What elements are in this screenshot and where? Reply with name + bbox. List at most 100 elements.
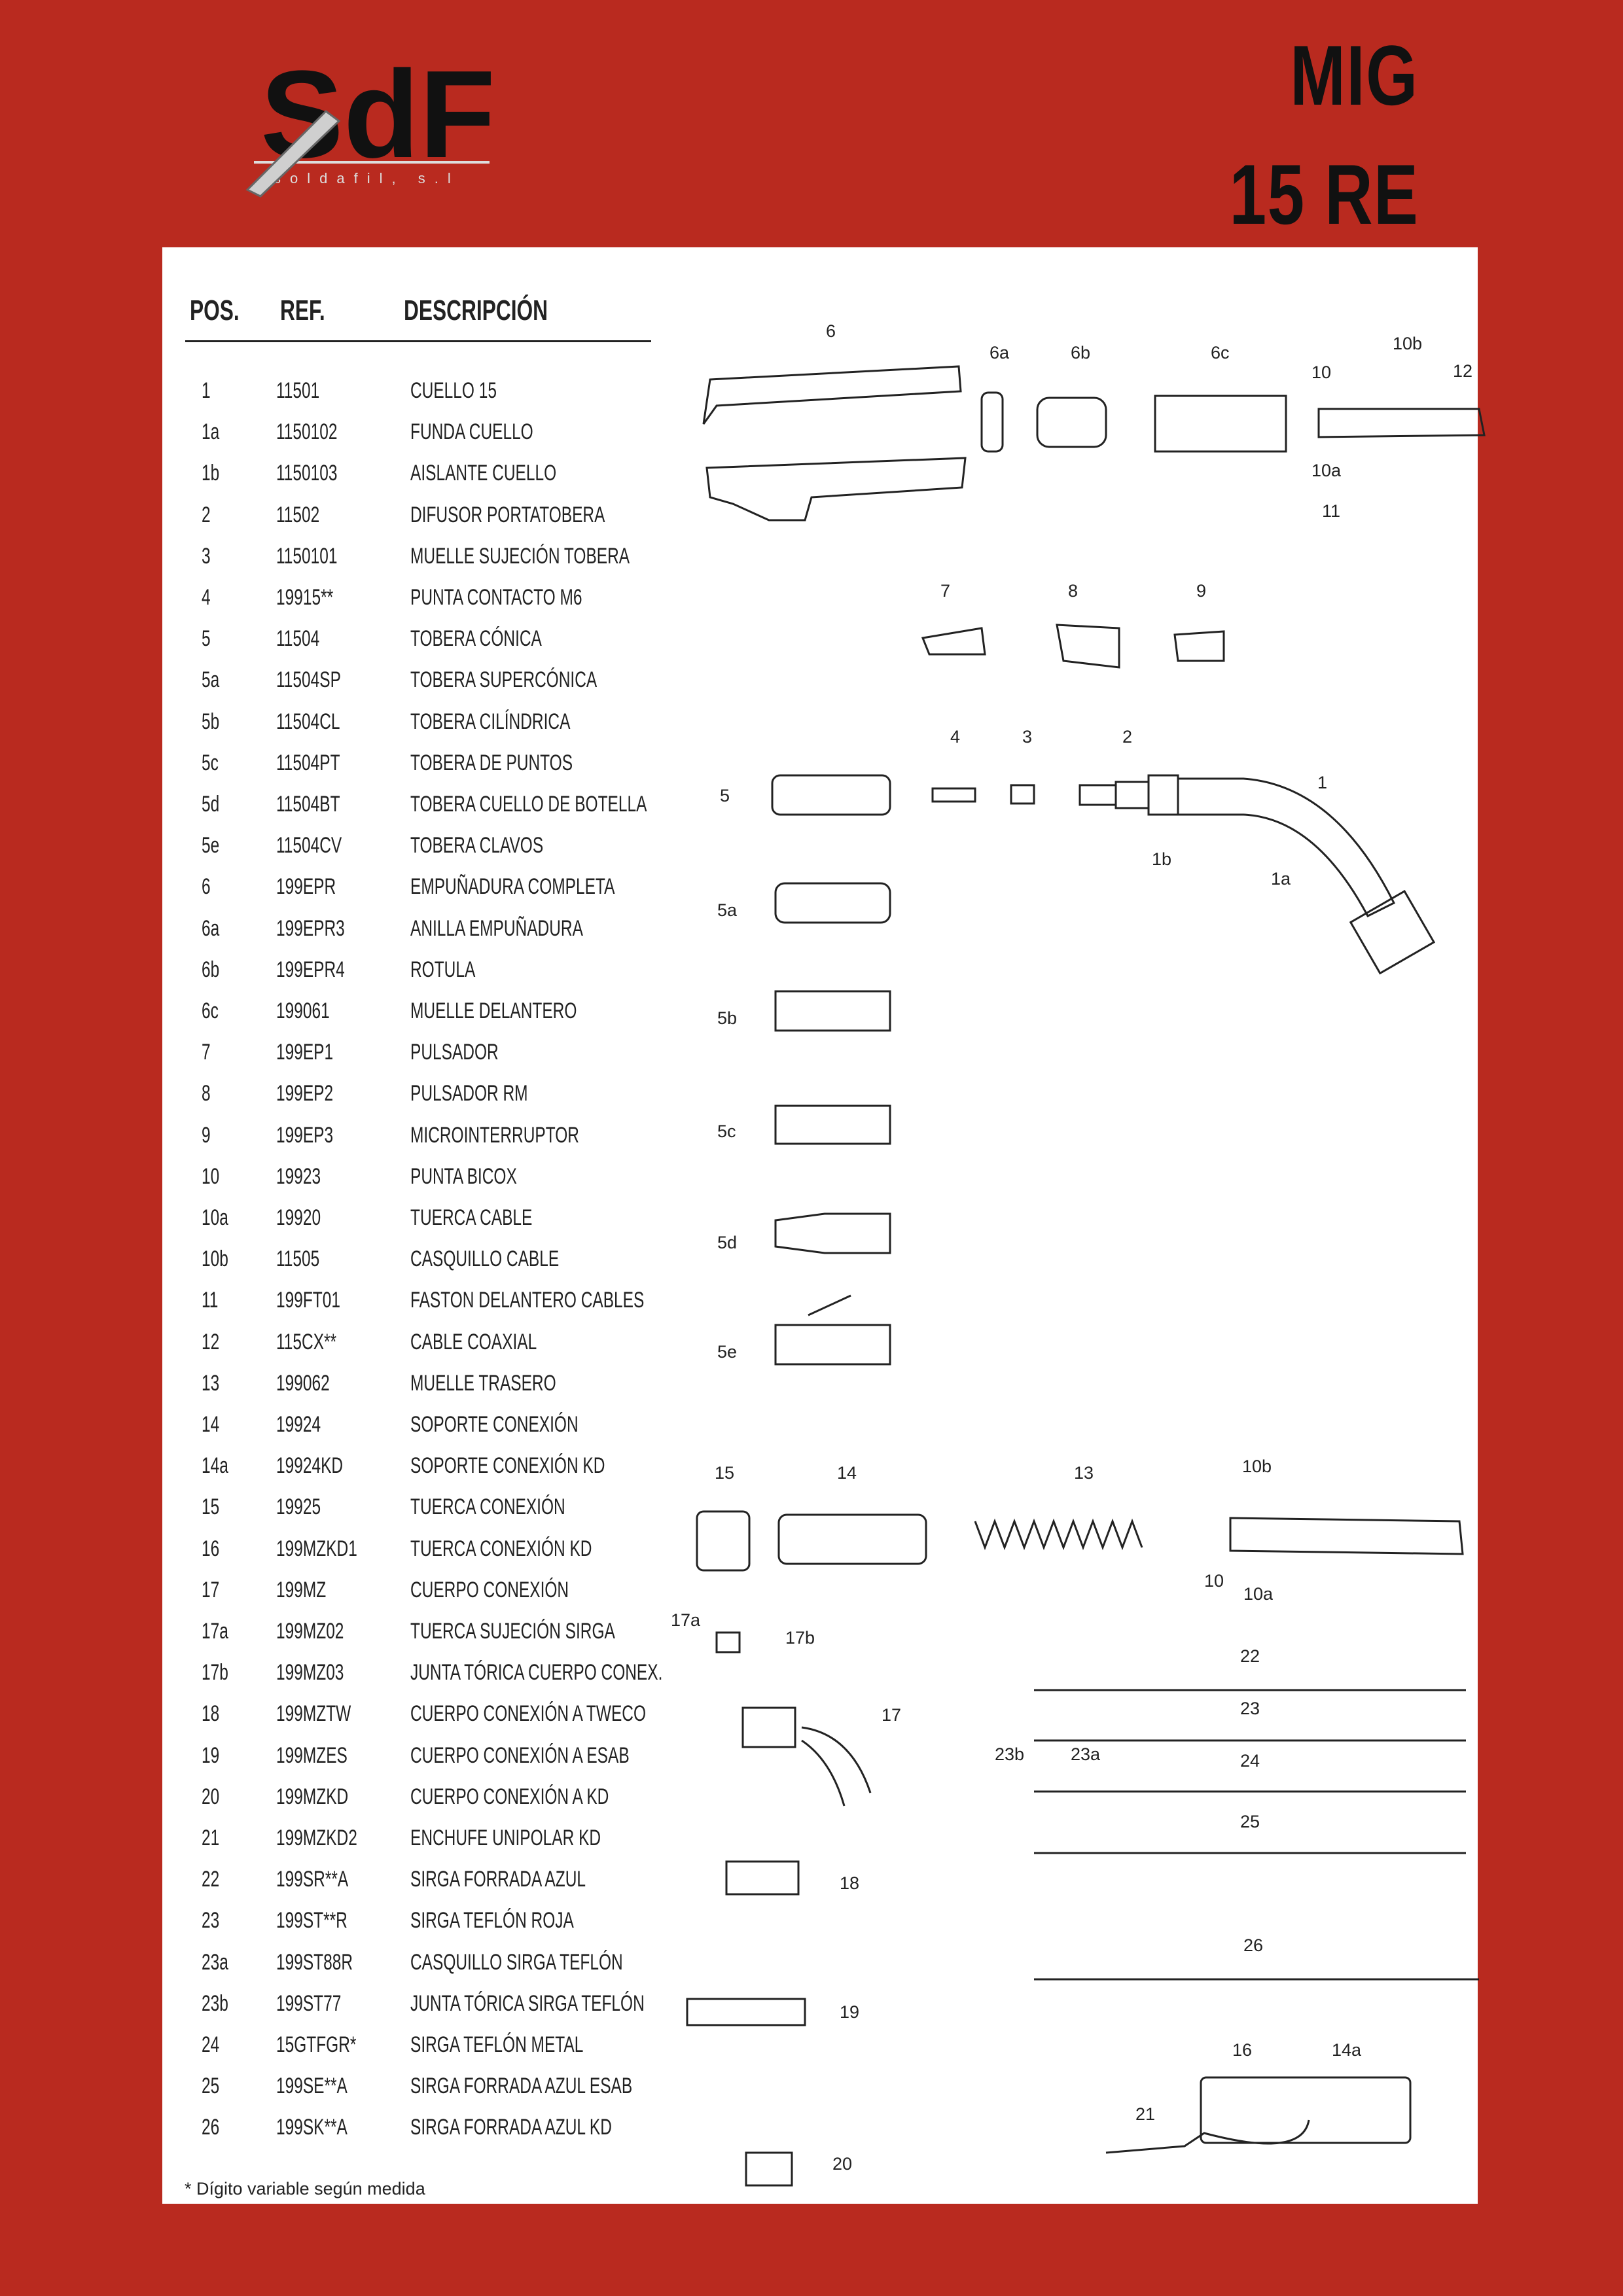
cell-desc: SOPORTE CONEXIÓN: [410, 1412, 579, 1437]
cell-ref: 199MZ03: [276, 1660, 344, 1686]
cell-desc: CUERPO CONEXIÓN: [410, 1577, 569, 1602]
cell-ref: 11502: [276, 502, 320, 527]
cell-ref: 1150101: [276, 543, 338, 569]
cell-pos: 17b: [202, 1660, 228, 1686]
cell-pos: 6c: [202, 998, 219, 1023]
handle-top-part: [702, 365, 962, 425]
nozzle-spot: [774, 1104, 891, 1145]
callout-label: 24: [1240, 1751, 1260, 1771]
rear-spring: [974, 1518, 1143, 1551]
callout-label: 5b: [717, 1008, 737, 1028]
cell-desc: PUNTA CONTACTO M6: [410, 585, 582, 610]
cell-desc: SOPORTE CONEXIÓN KD: [410, 1453, 605, 1479]
cell-ref: 199ST77: [276, 1990, 342, 2016]
callout-label: 12: [1453, 361, 1472, 381]
cell-pos: 26: [202, 2115, 220, 2140]
callout-label: 6a: [990, 343, 1010, 362]
cell-pos: 5c: [202, 750, 219, 775]
callout-label: 5d: [717, 1233, 737, 1252]
company-logo: SdF soldafil, s.l: [245, 45, 495, 198]
callout-label: 10: [1204, 1571, 1224, 1591]
cell-desc: SIRGA FORRADA AZUL KD: [410, 2115, 612, 2140]
callout-label: 3: [1022, 727, 1032, 747]
cell-pos: 15: [202, 1494, 220, 1520]
cell-desc: EMPUÑADURA COMPLETA: [410, 874, 615, 900]
callout-label: 20: [832, 2154, 852, 2174]
cell-ref: 11505: [276, 1246, 320, 1272]
cell-ref: 19915**: [276, 585, 334, 610]
cell-desc: MUELLE TRASERO: [410, 1370, 556, 1396]
cell-desc: ENCHUFE UNIPOLAR KD: [410, 1826, 601, 1850]
cell-ref: 199EP3: [276, 1122, 334, 1148]
callout-label: 17: [882, 1705, 901, 1725]
cell-ref: 11504CL: [276, 709, 340, 734]
cell-pos: 6b: [202, 957, 220, 982]
callout-label: 5e: [717, 1342, 737, 1362]
cell-desc: PULSADOR: [410, 1040, 499, 1065]
callout-label: 10: [1311, 362, 1331, 382]
cell-ref: 199MZKD1: [276, 1536, 357, 1561]
callout-label: 9: [1196, 581, 1206, 601]
cell-pos: 10: [202, 1163, 220, 1189]
footer-band: [162, 2206, 1478, 2296]
front-spring-part: [1154, 395, 1287, 453]
cell-desc: JUNTA TÓRICA SIRGA TEFLÓN: [410, 1990, 645, 2016]
callout-label: 17b: [785, 1628, 815, 1648]
cell-desc: CABLE COAXIAL: [410, 1329, 537, 1354]
cell-ref: 199MZES: [276, 1742, 348, 1768]
cell-pos: 1a: [202, 419, 220, 445]
cell-pos: 17: [202, 1577, 220, 1602]
cell-ref: 199MZ02: [276, 1619, 344, 1644]
handle-bottom-part: [705, 457, 967, 521]
cell-ref: 199EPR3: [276, 915, 345, 941]
callout-label: 17a: [671, 1610, 701, 1630]
cell-ref: 199062: [276, 1370, 330, 1396]
cell-desc: ANILLA EMPUÑADURA: [410, 915, 583, 941]
cell-ref: 199EPR: [276, 874, 336, 900]
cell-pos: 20: [202, 1784, 220, 1809]
cell-desc: SIRGA TEFLÓN METAL: [410, 2032, 584, 2057]
cell-pos: 22: [202, 1867, 220, 1892]
cell-desc: CUERPO CONEXIÓN A ESAB: [410, 1742, 630, 1768]
cell-pos: 5: [202, 626, 211, 652]
cell-desc: TUERCA CABLE: [410, 1205, 533, 1230]
cell-desc: TOBERA SUPERCÓNICA: [410, 667, 597, 693]
cell-pos: 5d: [202, 792, 220, 817]
cell-pos: 12: [202, 1329, 220, 1354]
cell-pos: 7: [202, 1040, 211, 1065]
logo-subtitle: soldafil, s.l: [274, 170, 460, 186]
model-title-15re: 15 RE: [1229, 147, 1419, 242]
callout-label: 25: [1240, 1812, 1260, 1831]
cell-ref: 199061: [276, 998, 330, 1023]
cell-desc: TUERCA CONEXIÓN: [410, 1494, 565, 1520]
cell-ref: 199SE**A: [276, 2074, 348, 2099]
nozzle-nails: [774, 1324, 891, 1366]
cell-ref: 11504: [276, 626, 320, 652]
cell-desc: PULSADOR RM: [410, 1081, 528, 1106]
cell-pos: 5a: [202, 667, 220, 693]
cell-desc: JUNTA TÓRICA CUERPO CONEX.: [410, 1660, 663, 1686]
callout-label: 6: [826, 321, 836, 341]
cell-desc: CUERPO CONEXIÓN A TWECO: [410, 1701, 647, 1727]
nozzle-cylindrical: [774, 990, 891, 1032]
callout-label: 22: [1240, 1646, 1260, 1666]
callout-label: 5c: [717, 1122, 736, 1141]
cell-desc: TOBERA CÓNICA: [410, 626, 542, 652]
footnote: * Dígito variable según medida: [185, 2179, 425, 2199]
cell-desc: MUELLE SUJECIÓN TOBERA: [410, 543, 630, 569]
cell-ref: 199ST**R: [276, 1908, 348, 1934]
cell-pos: 17a: [202, 1619, 228, 1644]
cell-ref: 1150103: [276, 461, 338, 486]
cell-desc: SIRGA FORRADA AZUL ESAB: [410, 2074, 633, 2099]
callout-label: 21: [1135, 2104, 1155, 2124]
title-panel-1: [724, 0, 1478, 124]
cell-ref: 19923: [276, 1163, 321, 1189]
cell-ref: 19925: [276, 1494, 321, 1520]
column-header-pos: POS.: [190, 294, 240, 327]
cell-desc: TOBERA CILÍNDRICA: [410, 709, 571, 734]
cell-desc: FUNDA CUELLO: [410, 419, 533, 445]
cell-desc: SIRGA FORRADA AZUL: [410, 1867, 586, 1892]
cell-pos: 21: [202, 1826, 220, 1850]
callout-label: 23b: [995, 1744, 1024, 1764]
